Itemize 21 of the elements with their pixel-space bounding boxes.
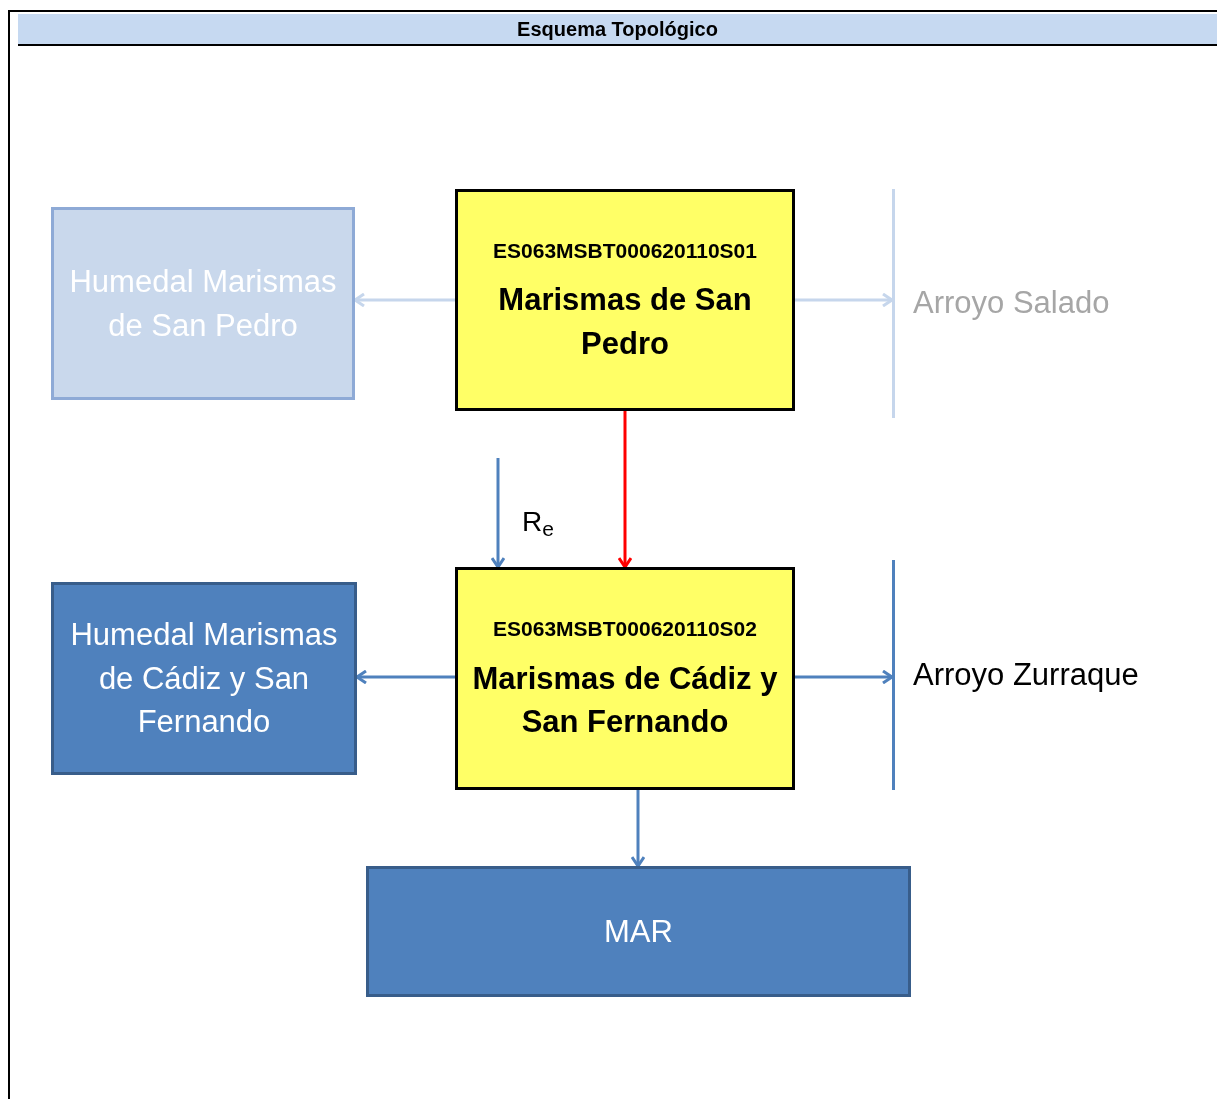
box-label: Humedal Marismas de Cádiz y San Fernando (69, 616, 339, 742)
code-label: ES063MSBT000620110S01 (493, 237, 757, 264)
river-label: Arroyo Zurraque (913, 655, 1139, 694)
water-body-box (455, 567, 795, 790)
sea-box (366, 866, 911, 997)
water-body-box (455, 189, 795, 411)
code-label: ES063MSBT000620110S02 (493, 616, 757, 643)
box-label: MAR (604, 912, 673, 951)
arrow (353, 292, 455, 308)
box-title: Marismas de Cádiz y San Fernando (471, 659, 779, 742)
arrow (795, 292, 894, 308)
arrow (617, 411, 633, 569)
wetland-box (51, 207, 355, 400)
arrow (355, 669, 455, 685)
arrow (795, 669, 894, 685)
arrow (490, 458, 506, 569)
box-title: Marismas de San Pedro (497, 281, 753, 363)
title: Esquema Topológico (517, 17, 718, 42)
arrow (630, 790, 646, 868)
wetland-box (51, 582, 357, 775)
river-label: Arroyo Salado (913, 284, 1110, 323)
